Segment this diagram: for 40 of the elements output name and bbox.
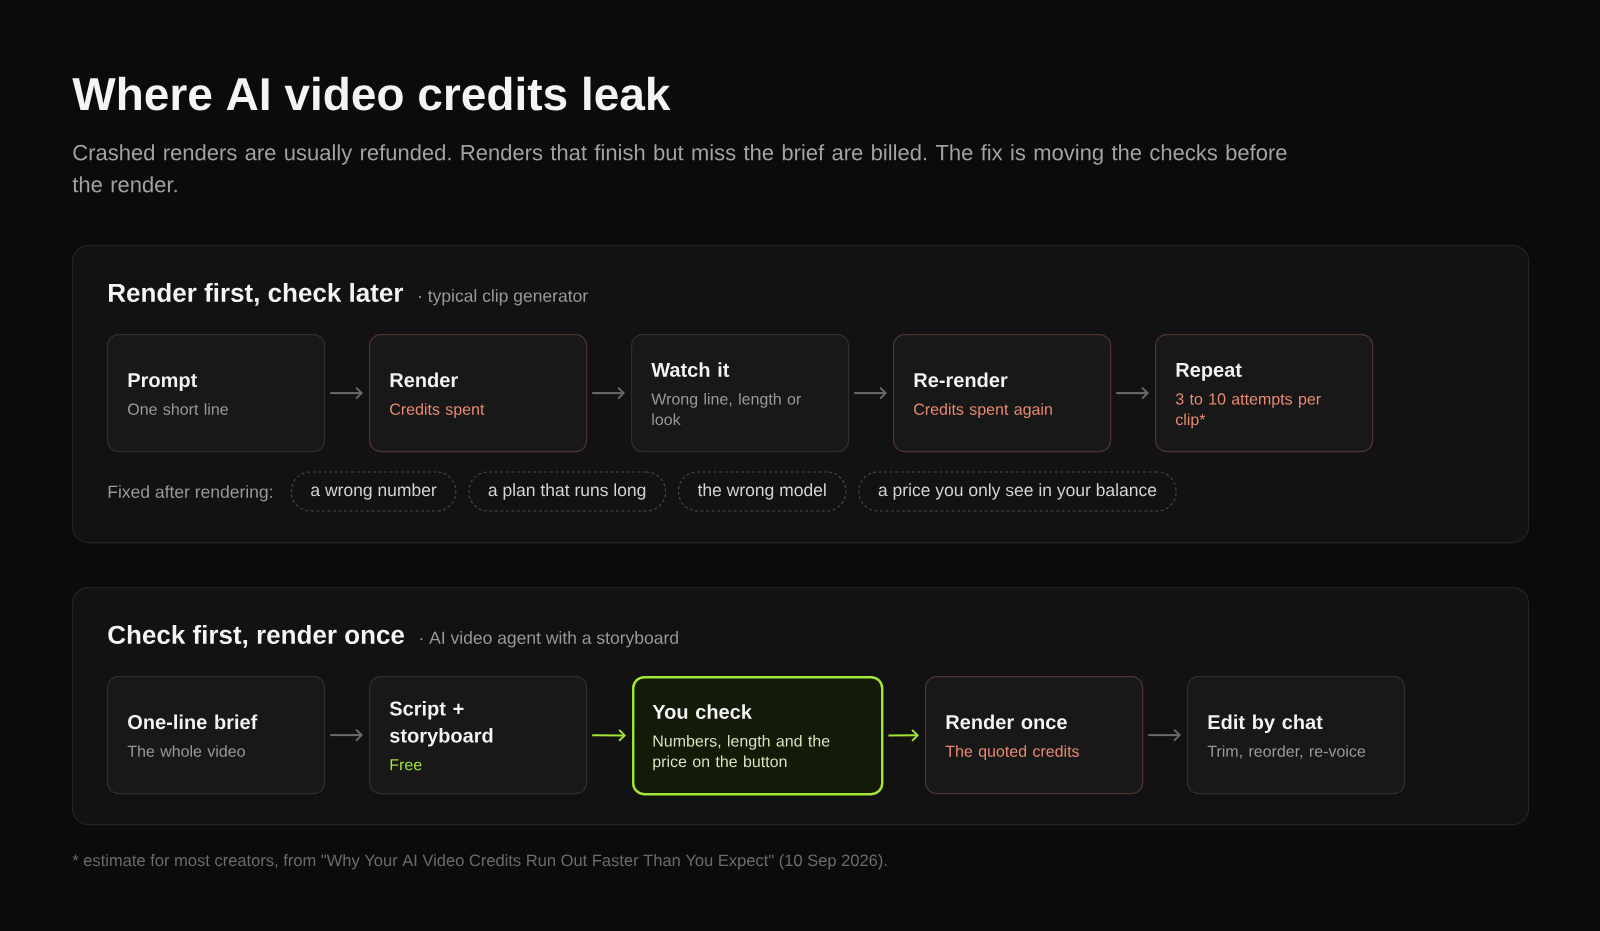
step-note: Free bbox=[390, 759, 422, 771]
title: Where AI video credits leak bbox=[72, 76, 671, 111]
step-note: One short line bbox=[128, 403, 228, 415]
tag-pill: a wrong number bbox=[290, 471, 457, 512]
row-label: Fixed after rendering: bbox=[108, 485, 272, 502]
footnote: * estimate for most creators, from "Why Your AI Video Credits Run Out Faster Than You Expect" (10 Sep 2026). bbox=[72, 854, 887, 870]
step-title: Render bbox=[390, 372, 458, 388]
step-note: 3 to 10 attempts per clip* bbox=[1175, 393, 1321, 429]
step-title: One-line brief bbox=[128, 714, 258, 730]
arrow bbox=[329, 728, 363, 742]
step-title: Watch it bbox=[651, 362, 730, 377]
arrow bbox=[591, 728, 626, 742]
arrow bbox=[887, 728, 919, 742]
tag-pill: a plan that runs long bbox=[468, 471, 666, 512]
step-note: Trim, reorder, re-voice bbox=[1207, 745, 1366, 759]
step-note: The whole video bbox=[127, 745, 245, 757]
arrow bbox=[591, 386, 625, 400]
tag-pill: a price you only see in your balance bbox=[858, 471, 1177, 512]
tag-pill: the wrong model bbox=[677, 471, 847, 512]
step-note: Wrong line, length or look bbox=[651, 392, 801, 426]
step-title: Prompt bbox=[128, 373, 198, 392]
step-note: Credits spent again bbox=[914, 403, 1052, 419]
step-title: Re-render bbox=[914, 372, 1008, 388]
step-title: Render once bbox=[946, 714, 1067, 730]
step-title: You check bbox=[652, 704, 752, 719]
arrow bbox=[1147, 728, 1181, 742]
panel-heading: Render first, check later bbox=[109, 282, 404, 306]
panel-subheading: · typical clip generator bbox=[419, 289, 588, 306]
arrow bbox=[329, 386, 363, 400]
arrow bbox=[1115, 386, 1149, 400]
step-note: Credits spent bbox=[390, 403, 485, 419]
step-title: Script + storyboard bbox=[389, 700, 493, 747]
step-note: The quoted credits bbox=[945, 745, 1079, 761]
step-title: Edit by chat bbox=[1208, 714, 1323, 734]
step-note: Numbers, length and the price on the button bbox=[653, 734, 830, 771]
panel-subheading: · AI video agent with a storyboard bbox=[420, 631, 678, 648]
panel-heading: Check first, render once bbox=[108, 624, 404, 648]
step-title: Repeat bbox=[1176, 362, 1242, 381]
arrow bbox=[853, 386, 887, 400]
subtitle: Crashed renders are usually refunded. Renders that finish but miss the brief are billed. The fix is moving the checks before the render. bbox=[72, 144, 1287, 193]
